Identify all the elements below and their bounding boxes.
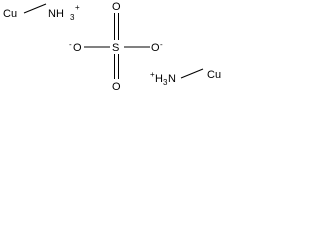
sulfate-right-oxygen: O xyxy=(151,42,160,54)
complex-1-copper-label: Cu xyxy=(3,8,17,20)
sulfate-right-negative-charge: - xyxy=(160,40,163,49)
complex-2-hydrogen-label: H xyxy=(155,73,163,85)
sulfate-left-negative-charge: - xyxy=(69,40,72,49)
chemical-structure: Cu NH 3 + O S - O O - O + H 3 N xyxy=(3,1,221,93)
complex-2-copper-label: Cu xyxy=(207,69,221,81)
chemical-structure-canvas: Cu NH 3 + O S - O O - O + H 3 N xyxy=(0,0,231,96)
complex-1-ammonia-subscript: 3 xyxy=(70,13,75,22)
complex-2: + H 3 N Cu xyxy=(150,68,221,87)
sulfate-sulfur: S xyxy=(112,42,119,54)
sulfate-top-oxygen: O xyxy=(112,1,121,13)
complex-2-positive-charge: + xyxy=(150,70,155,79)
sulfate-left-oxygen: O xyxy=(73,42,82,54)
complex-1-positive-charge: + xyxy=(75,3,80,12)
complex-2-nitrogen-label: N xyxy=(168,73,176,85)
sulfate-group: O S - O O - O xyxy=(69,1,163,93)
complex-1: Cu NH 3 + xyxy=(3,3,80,22)
complex-2-n-cu-bond xyxy=(180,68,204,79)
complex-2-ammonia-subscript: 3 xyxy=(163,78,168,87)
sulfate-bottom-oxygen: O xyxy=(112,81,121,93)
complex-1-cu-n-bond xyxy=(23,3,47,14)
complex-1-ammonia-label: NH xyxy=(48,8,64,20)
